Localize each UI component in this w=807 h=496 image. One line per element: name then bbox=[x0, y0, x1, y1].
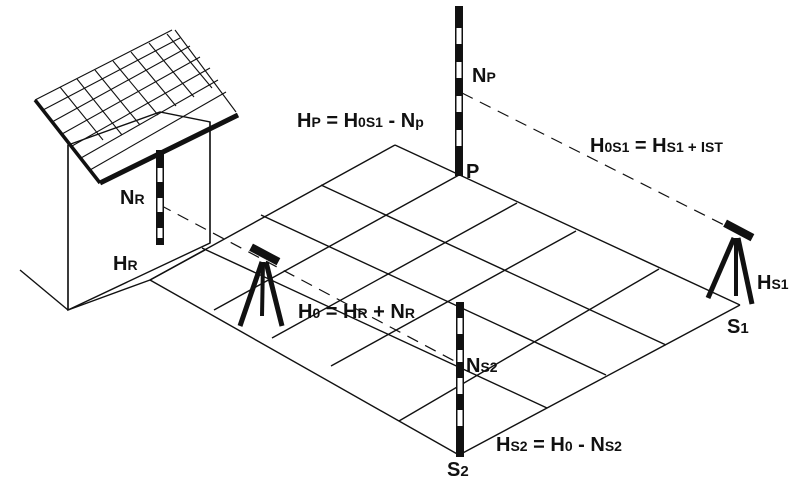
staff-r bbox=[156, 150, 164, 245]
label-np: NP bbox=[472, 65, 496, 87]
building bbox=[19, 111, 211, 312]
level-instrument-station-s1 bbox=[705, 219, 755, 305]
roof bbox=[33, 29, 240, 186]
label-hs1: HS1 bbox=[757, 272, 789, 294]
labels: NP HP = H0S1 - Np H0S1 = HS1 + IST P NR … bbox=[113, 65, 789, 481]
ground-grid bbox=[149, 144, 741, 456]
staff-s2 bbox=[456, 302, 464, 457]
label-hp-equation: HP = H0S1 - Np bbox=[297, 110, 424, 132]
label-s2: S2 bbox=[447, 459, 469, 481]
label-p: P bbox=[466, 161, 479, 183]
sight-lines bbox=[159, 92, 739, 366]
label-s1: S1 bbox=[727, 316, 749, 338]
label-ns2: NS2 bbox=[466, 355, 498, 377]
staff-p bbox=[455, 6, 463, 176]
label-h0s1-equation: H0S1 = HS1 + IST bbox=[590, 135, 723, 157]
label-hr: HR bbox=[113, 253, 138, 275]
label-hs2-equation: HS2 = H0 - NS2 bbox=[496, 434, 622, 456]
label-h0-equation: H0 = HR + NR bbox=[298, 301, 415, 323]
label-nr: NR bbox=[120, 187, 145, 209]
level-instrument-station-0 bbox=[237, 243, 285, 327]
